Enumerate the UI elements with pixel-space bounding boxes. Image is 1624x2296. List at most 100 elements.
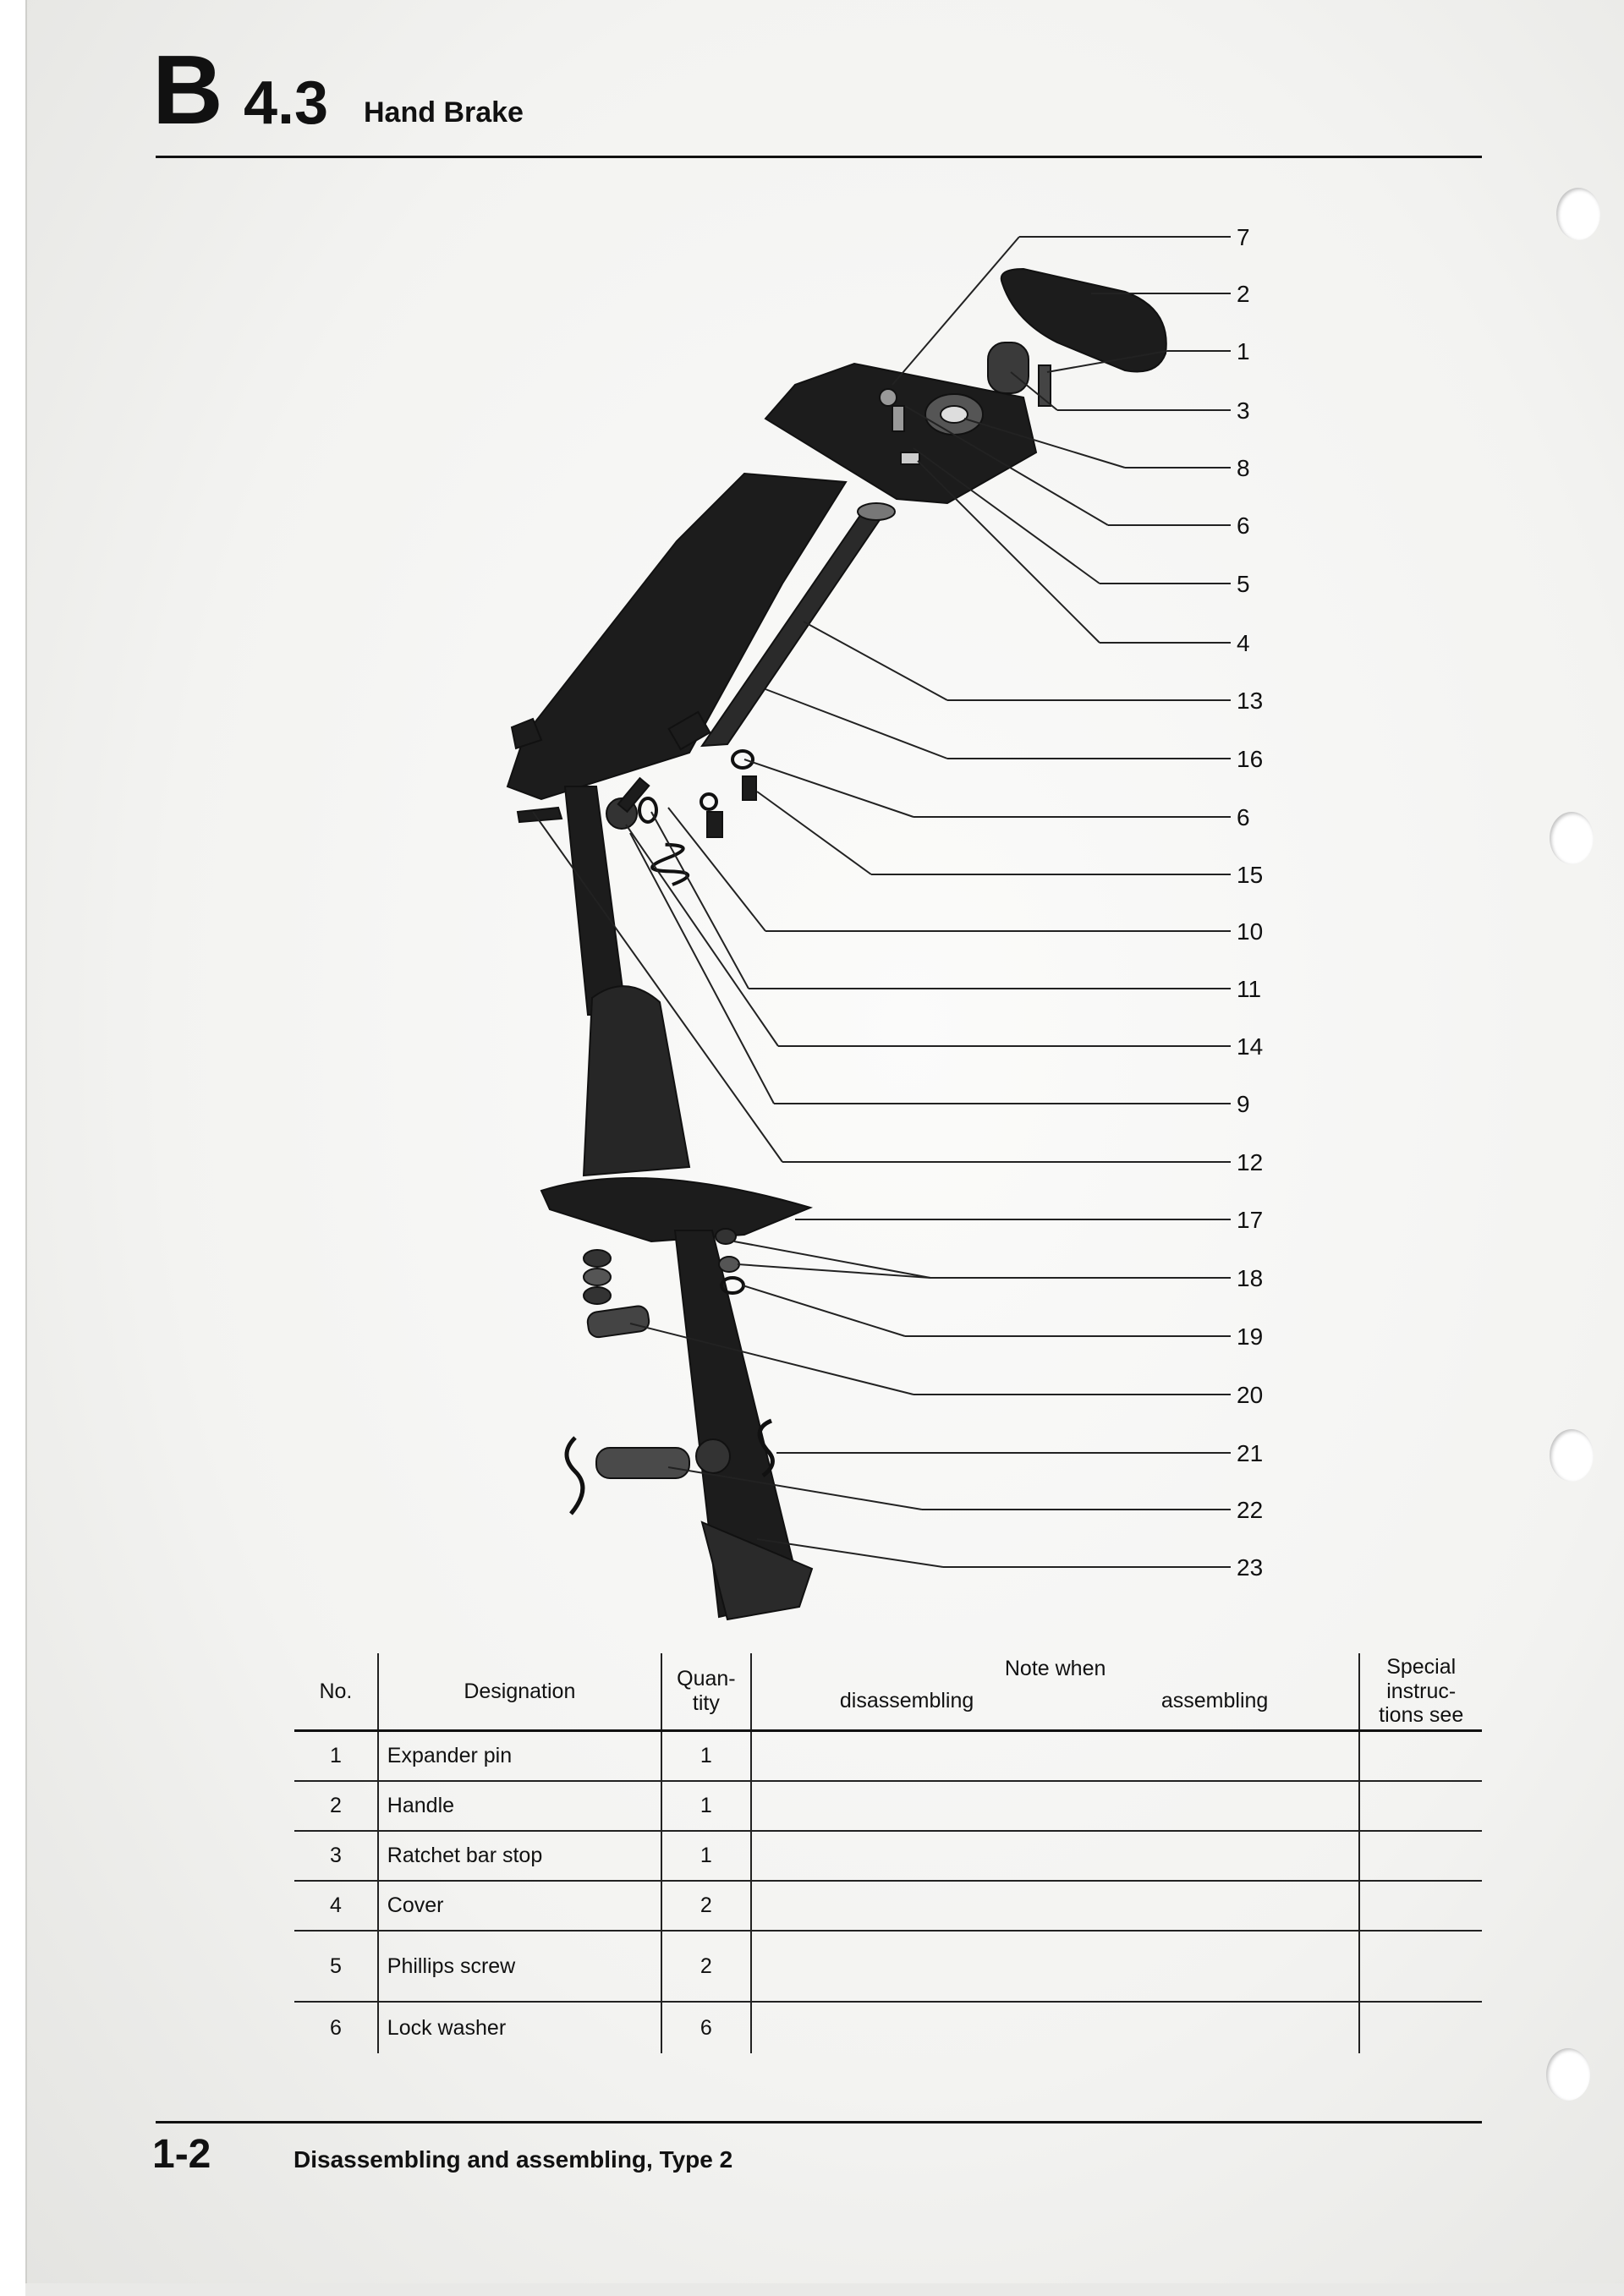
punch-hole — [1550, 812, 1594, 864]
parts-table: No. Designation Quan- tity Note when dis… — [294, 1653, 1482, 2053]
row-no: 1 — [294, 1729, 379, 1781]
row-note — [750, 1780, 1361, 1831]
table-row: 1 Expander pin 1 — [294, 1729, 1482, 1781]
pivot-pin — [586, 1305, 650, 1339]
header-disassembling: disassembling — [839, 1689, 974, 1712]
header-designation: Designation — [377, 1653, 662, 1731]
header-note-when-label: Note when — [1004, 1657, 1106, 1680]
row-quantity: 2 — [661, 1930, 752, 2002]
row-note — [750, 1930, 1361, 2002]
callout-5: 5 — [1237, 571, 1250, 597]
row-quantity: 1 — [661, 1830, 752, 1881]
callout-10: 10 — [1237, 918, 1263, 945]
callout-16: 16 — [1237, 746, 1263, 772]
expander-pin-part — [1038, 364, 1051, 407]
row-no: 4 — [294, 1880, 379, 1931]
frame-bracket — [506, 472, 848, 801]
hand-brake-exploded-diagram: 7 2 1 3 8 6 5 4 13 16 6 15 10 11 14 9 12… — [506, 224, 1263, 1621]
row-designation: Cover — [377, 1880, 662, 1931]
header-special-line3: tions see — [1379, 1703, 1464, 1728]
callout-4: 4 — [1237, 630, 1250, 656]
callout-13: 13 — [1237, 688, 1263, 714]
callout-11: 11 — [1237, 976, 1261, 1002]
callout-15: 15 — [1237, 862, 1263, 888]
page-number: 1-2 — [152, 2132, 211, 2177]
spring — [650, 842, 690, 886]
header-rule — [156, 156, 1482, 158]
table-row: 4 Cover 2 — [294, 1880, 1482, 1931]
callout-6b: 6 — [1237, 804, 1250, 830]
callout-labels: 7 2 1 3 8 6 5 4 13 16 6 15 10 11 14 9 12… — [1237, 224, 1263, 1581]
row-designation: Ratchet bar stop — [377, 1830, 662, 1881]
callout-23: 23 — [1237, 1554, 1263, 1581]
callout-17: 17 — [1237, 1207, 1263, 1233]
callout-14: 14 — [1237, 1033, 1263, 1060]
handle-grip — [1000, 267, 1167, 373]
header-quantity: Quan- tity — [661, 1653, 752, 1731]
row-special — [1359, 1780, 1482, 1831]
row-quantity: 6 — [661, 2001, 752, 2053]
pawl-end — [700, 1521, 814, 1621]
callout-1: 1 — [1237, 338, 1250, 364]
footer-rule — [156, 2121, 1482, 2123]
callout-3: 3 — [1237, 397, 1250, 424]
row-special — [1359, 1880, 1482, 1931]
rubber-boot — [582, 985, 691, 1177]
clip-left — [564, 1436, 585, 1515]
punch-hole — [1550, 1429, 1594, 1482]
page-title: Hand Brake — [364, 96, 524, 129]
footer-caption: Disassembling and assembling, Type 2 — [294, 2146, 733, 2173]
header-note-when: Note when disassembling assembling — [750, 1653, 1361, 1731]
bolt — [516, 806, 563, 824]
callout-19: 19 — [1237, 1323, 1263, 1350]
callout-2: 2 — [1237, 281, 1250, 307]
row-special — [1359, 1729, 1482, 1781]
row-special — [1359, 1930, 1482, 2002]
header-special-instructions: Special instruc- tions see — [1359, 1653, 1482, 1731]
row-designation: Lock washer — [377, 2001, 662, 2053]
callout-8: 8 — [1237, 455, 1250, 481]
callout-20: 20 — [1237, 1382, 1263, 1408]
header-no: No. — [294, 1653, 379, 1731]
section-number: 4.3 — [244, 69, 329, 137]
header-special-line2: instruc- — [1386, 1679, 1457, 1703]
row-note — [750, 1830, 1361, 1881]
callout-6: 6 — [1237, 512, 1250, 539]
callout-7: 7 — [1237, 224, 1250, 250]
punch-hole — [1546, 2048, 1590, 2101]
row-designation: Expander pin — [377, 1729, 662, 1781]
callout-21: 21 — [1237, 1440, 1263, 1466]
callout-18: 18 — [1237, 1265, 1263, 1291]
clip-right — [757, 1418, 775, 1477]
row-note — [750, 1880, 1361, 1931]
row-designation: Phillips screw — [377, 1930, 662, 2002]
row-note — [750, 2001, 1361, 2053]
header-assembling: assembling — [1160, 1689, 1269, 1712]
header-quantity-line1: Quan- — [677, 1667, 736, 1691]
header-quantity-line2: tity — [692, 1691, 720, 1715]
row-no: 2 — [294, 1780, 379, 1831]
parts-illustration — [506, 267, 1167, 1621]
scan-margin — [0, 0, 25, 2296]
row-no: 6 — [294, 2001, 379, 2053]
row-quantity: 1 — [661, 1729, 752, 1781]
header-special-line1: Special — [1386, 1654, 1457, 1679]
section-letter: B — [152, 35, 223, 145]
row-note — [750, 1729, 1361, 1781]
row-quantity: 1 — [661, 1780, 752, 1831]
handle-shaft — [987, 342, 1029, 394]
table-row: 6 Lock washer 6 — [294, 2001, 1482, 2053]
table-header-row: No. Designation Quan- tity Note when dis… — [294, 1653, 1482, 1731]
boot-flange — [540, 1177, 814, 1243]
callout-12: 12 — [1237, 1149, 1263, 1175]
clevis-pin — [595, 1447, 690, 1479]
row-no: 5 — [294, 1930, 379, 2002]
row-no: 3 — [294, 1830, 379, 1881]
punch-hole — [1556, 188, 1600, 240]
table-row: 2 Handle 1 — [294, 1780, 1482, 1831]
row-quantity: 2 — [661, 1880, 752, 1931]
row-special — [1359, 2001, 1482, 2053]
leader-lines — [532, 236, 1231, 1568]
row-special — [1359, 1830, 1482, 1881]
callout-22: 22 — [1237, 1497, 1263, 1523]
